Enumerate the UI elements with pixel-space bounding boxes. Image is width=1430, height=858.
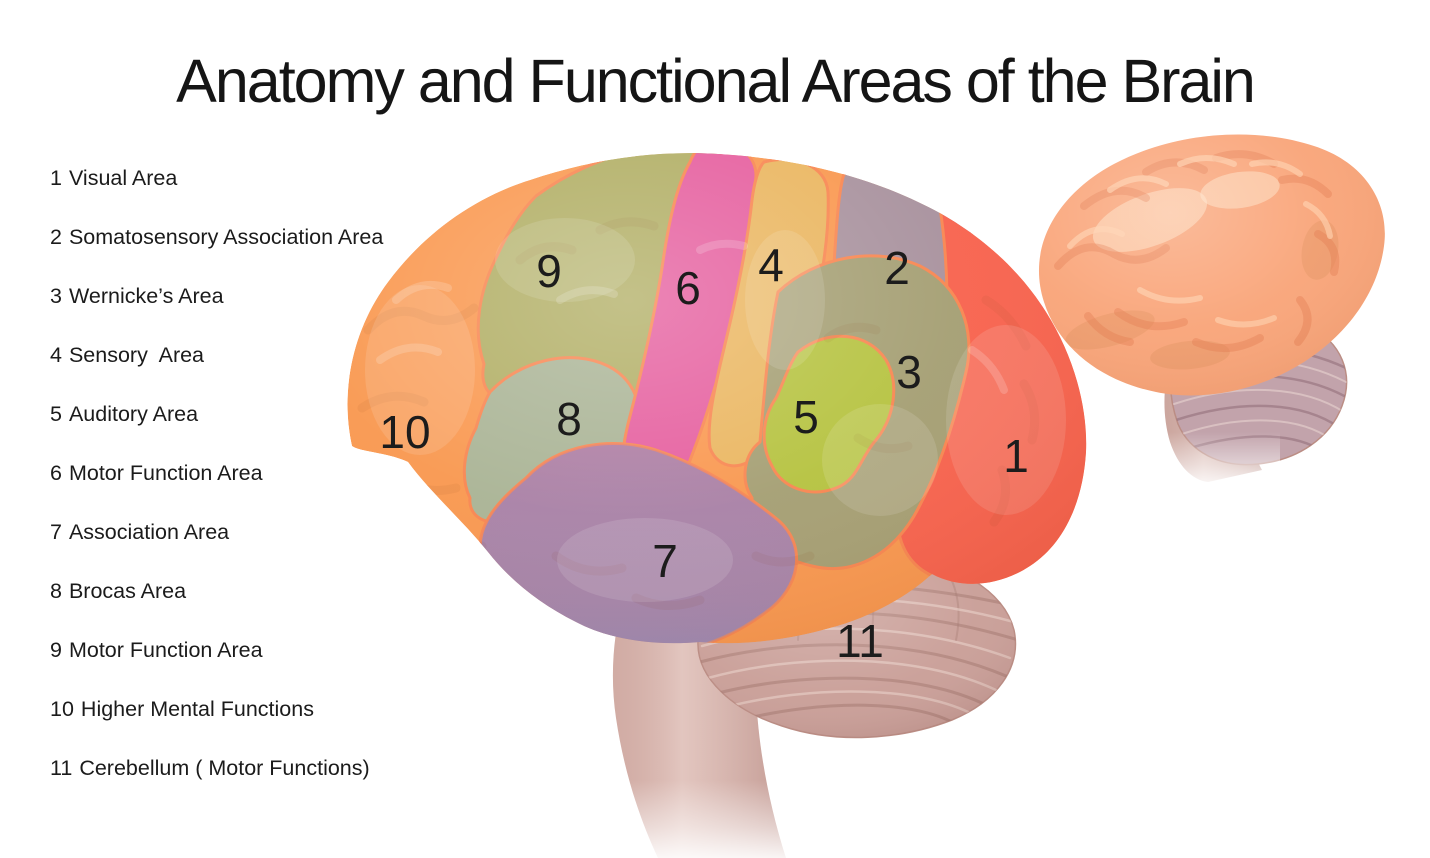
main-brain: 1 2 3 4 5 6 7 8 9 10 11 — [347, 153, 1087, 858]
legend-number: 10 — [50, 697, 74, 721]
legend-label: Motor Function Area — [68, 638, 263, 662]
legend-label: Higher Mental Functions — [80, 697, 314, 721]
cortex — [347, 153, 1087, 644]
legend-number: 5 — [50, 402, 62, 426]
region-1-number: 1 — [1003, 430, 1029, 482]
legend-label: Motor Function Area — [68, 461, 263, 485]
region-9-number: 9 — [536, 245, 562, 297]
region-10-number: 10 — [379, 406, 430, 458]
legend-label: Association Area — [68, 520, 230, 544]
legend-label: Cerebellum ( Motor Functions) — [79, 756, 370, 780]
region-6-number: 6 — [675, 262, 701, 314]
legend-number: 7 — [50, 520, 62, 544]
legend-number: 1 — [50, 166, 62, 190]
region-number-labels: 1 2 3 4 5 6 7 8 9 10 11 — [379, 239, 1028, 667]
legend-number: 8 — [50, 579, 62, 603]
page-title: Anatomy and Functional Areas of the Brai… — [176, 47, 1256, 115]
region-3-number: 3 — [896, 346, 922, 398]
legend-label: Somatosensory Association Area — [68, 225, 384, 249]
legend-label: Sensory Area — [68, 343, 205, 367]
stem-fade — [576, 780, 896, 858]
region-8-number: 8 — [556, 393, 582, 445]
legend-label: Brocas Area — [68, 579, 187, 603]
legend-number: 2 — [50, 225, 62, 249]
small-cortex-texture — [1038, 134, 1385, 396]
region-5-number: 5 — [793, 391, 819, 443]
legend-number: 11 — [50, 756, 73, 780]
cortex-shading — [347, 153, 1087, 644]
legend-label: Auditory Area — [68, 402, 199, 426]
legend-label: Wernicke’s Area — [68, 284, 224, 308]
small-stem-fade — [1150, 432, 1280, 486]
legend-number: 6 — [50, 461, 62, 485]
small-brain — [1038, 134, 1385, 486]
legend-number: 9 — [50, 638, 62, 662]
region-7-number: 7 — [652, 535, 678, 587]
legend-number: 4 — [50, 343, 62, 367]
region-2-number: 2 — [884, 242, 910, 294]
legend-label: Visual Area — [68, 166, 178, 190]
region-11-number: 11 — [836, 615, 884, 667]
legend-number: 3 — [50, 284, 62, 308]
region-4-number: 4 — [758, 239, 784, 291]
small-brain-cortex — [1038, 134, 1385, 396]
